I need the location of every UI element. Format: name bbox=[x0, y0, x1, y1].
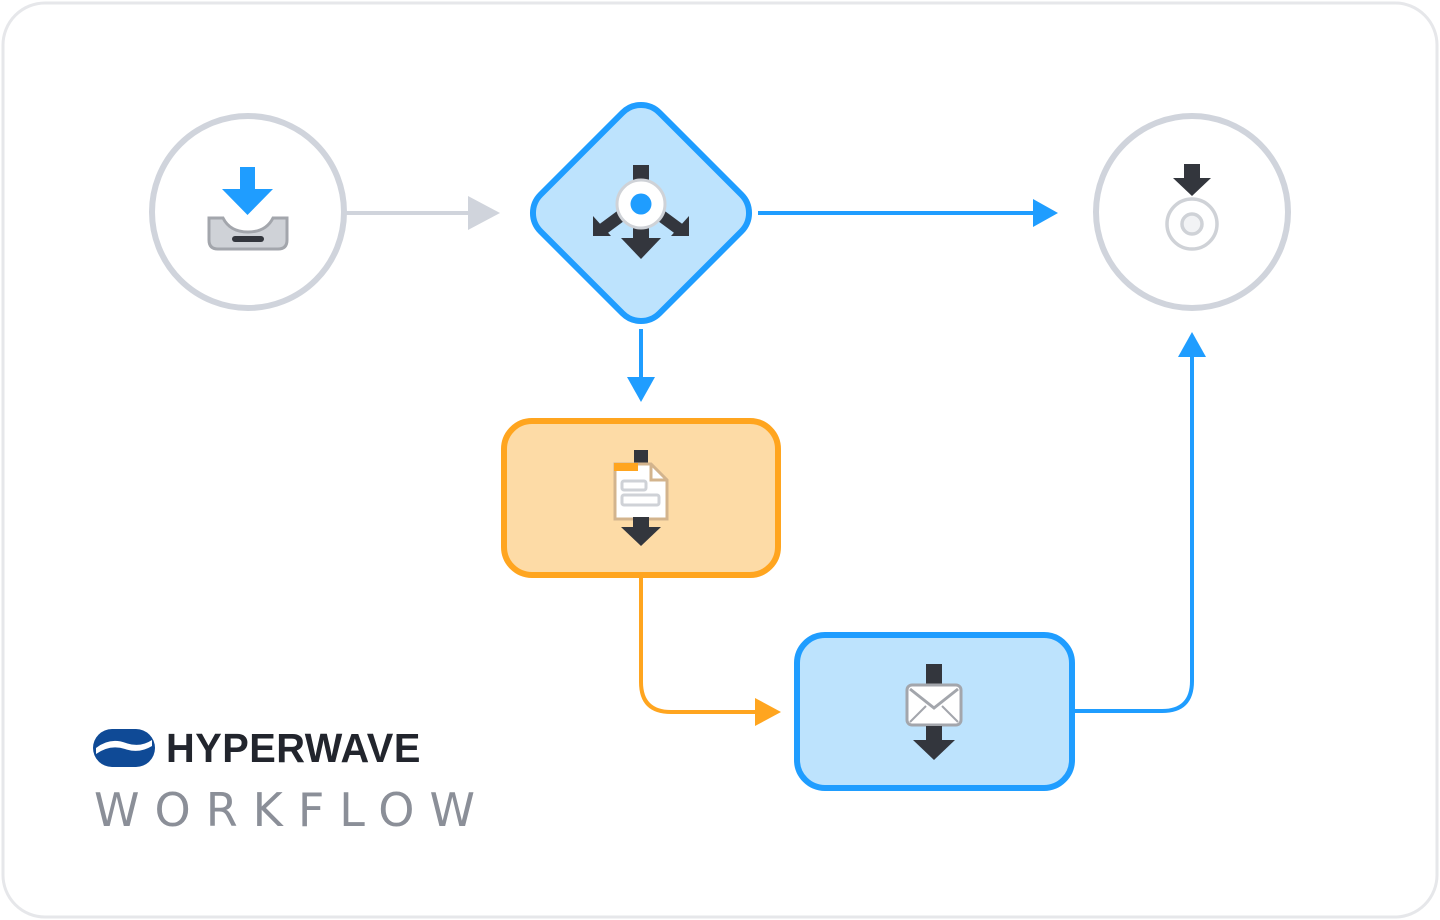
brand-name: HYPERWAVE bbox=[166, 725, 421, 771]
brand-lockup: HYPERWAVE WORKFLOW bbox=[92, 724, 492, 844]
start-event[interactable] bbox=[149, 113, 347, 311]
brand-subtitle: WORKFLOW bbox=[94, 783, 490, 837]
connector-mail-task-to-end bbox=[1073, 332, 1206, 713]
inbox-download-icon bbox=[207, 167, 289, 251]
brand-row: HYPERWAVE bbox=[92, 724, 492, 772]
split-flow-icon bbox=[593, 165, 689, 259]
connector-gateway-to-end bbox=[758, 199, 1058, 227]
mail-icon bbox=[905, 664, 963, 760]
form-task[interactable] bbox=[501, 418, 781, 578]
connector-start-to-gateway bbox=[346, 196, 500, 230]
connector-gateway-to-form-task bbox=[627, 329, 655, 402]
end-target-icon bbox=[1165, 164, 1219, 251]
hyperwave-logo-icon bbox=[93, 729, 155, 767]
form-document-icon bbox=[613, 450, 669, 546]
connector-form-task-to-mail-task bbox=[639, 578, 781, 726]
end-event[interactable] bbox=[1093, 113, 1291, 311]
gateway[interactable] bbox=[522, 94, 760, 332]
mail-task[interactable] bbox=[794, 632, 1075, 791]
